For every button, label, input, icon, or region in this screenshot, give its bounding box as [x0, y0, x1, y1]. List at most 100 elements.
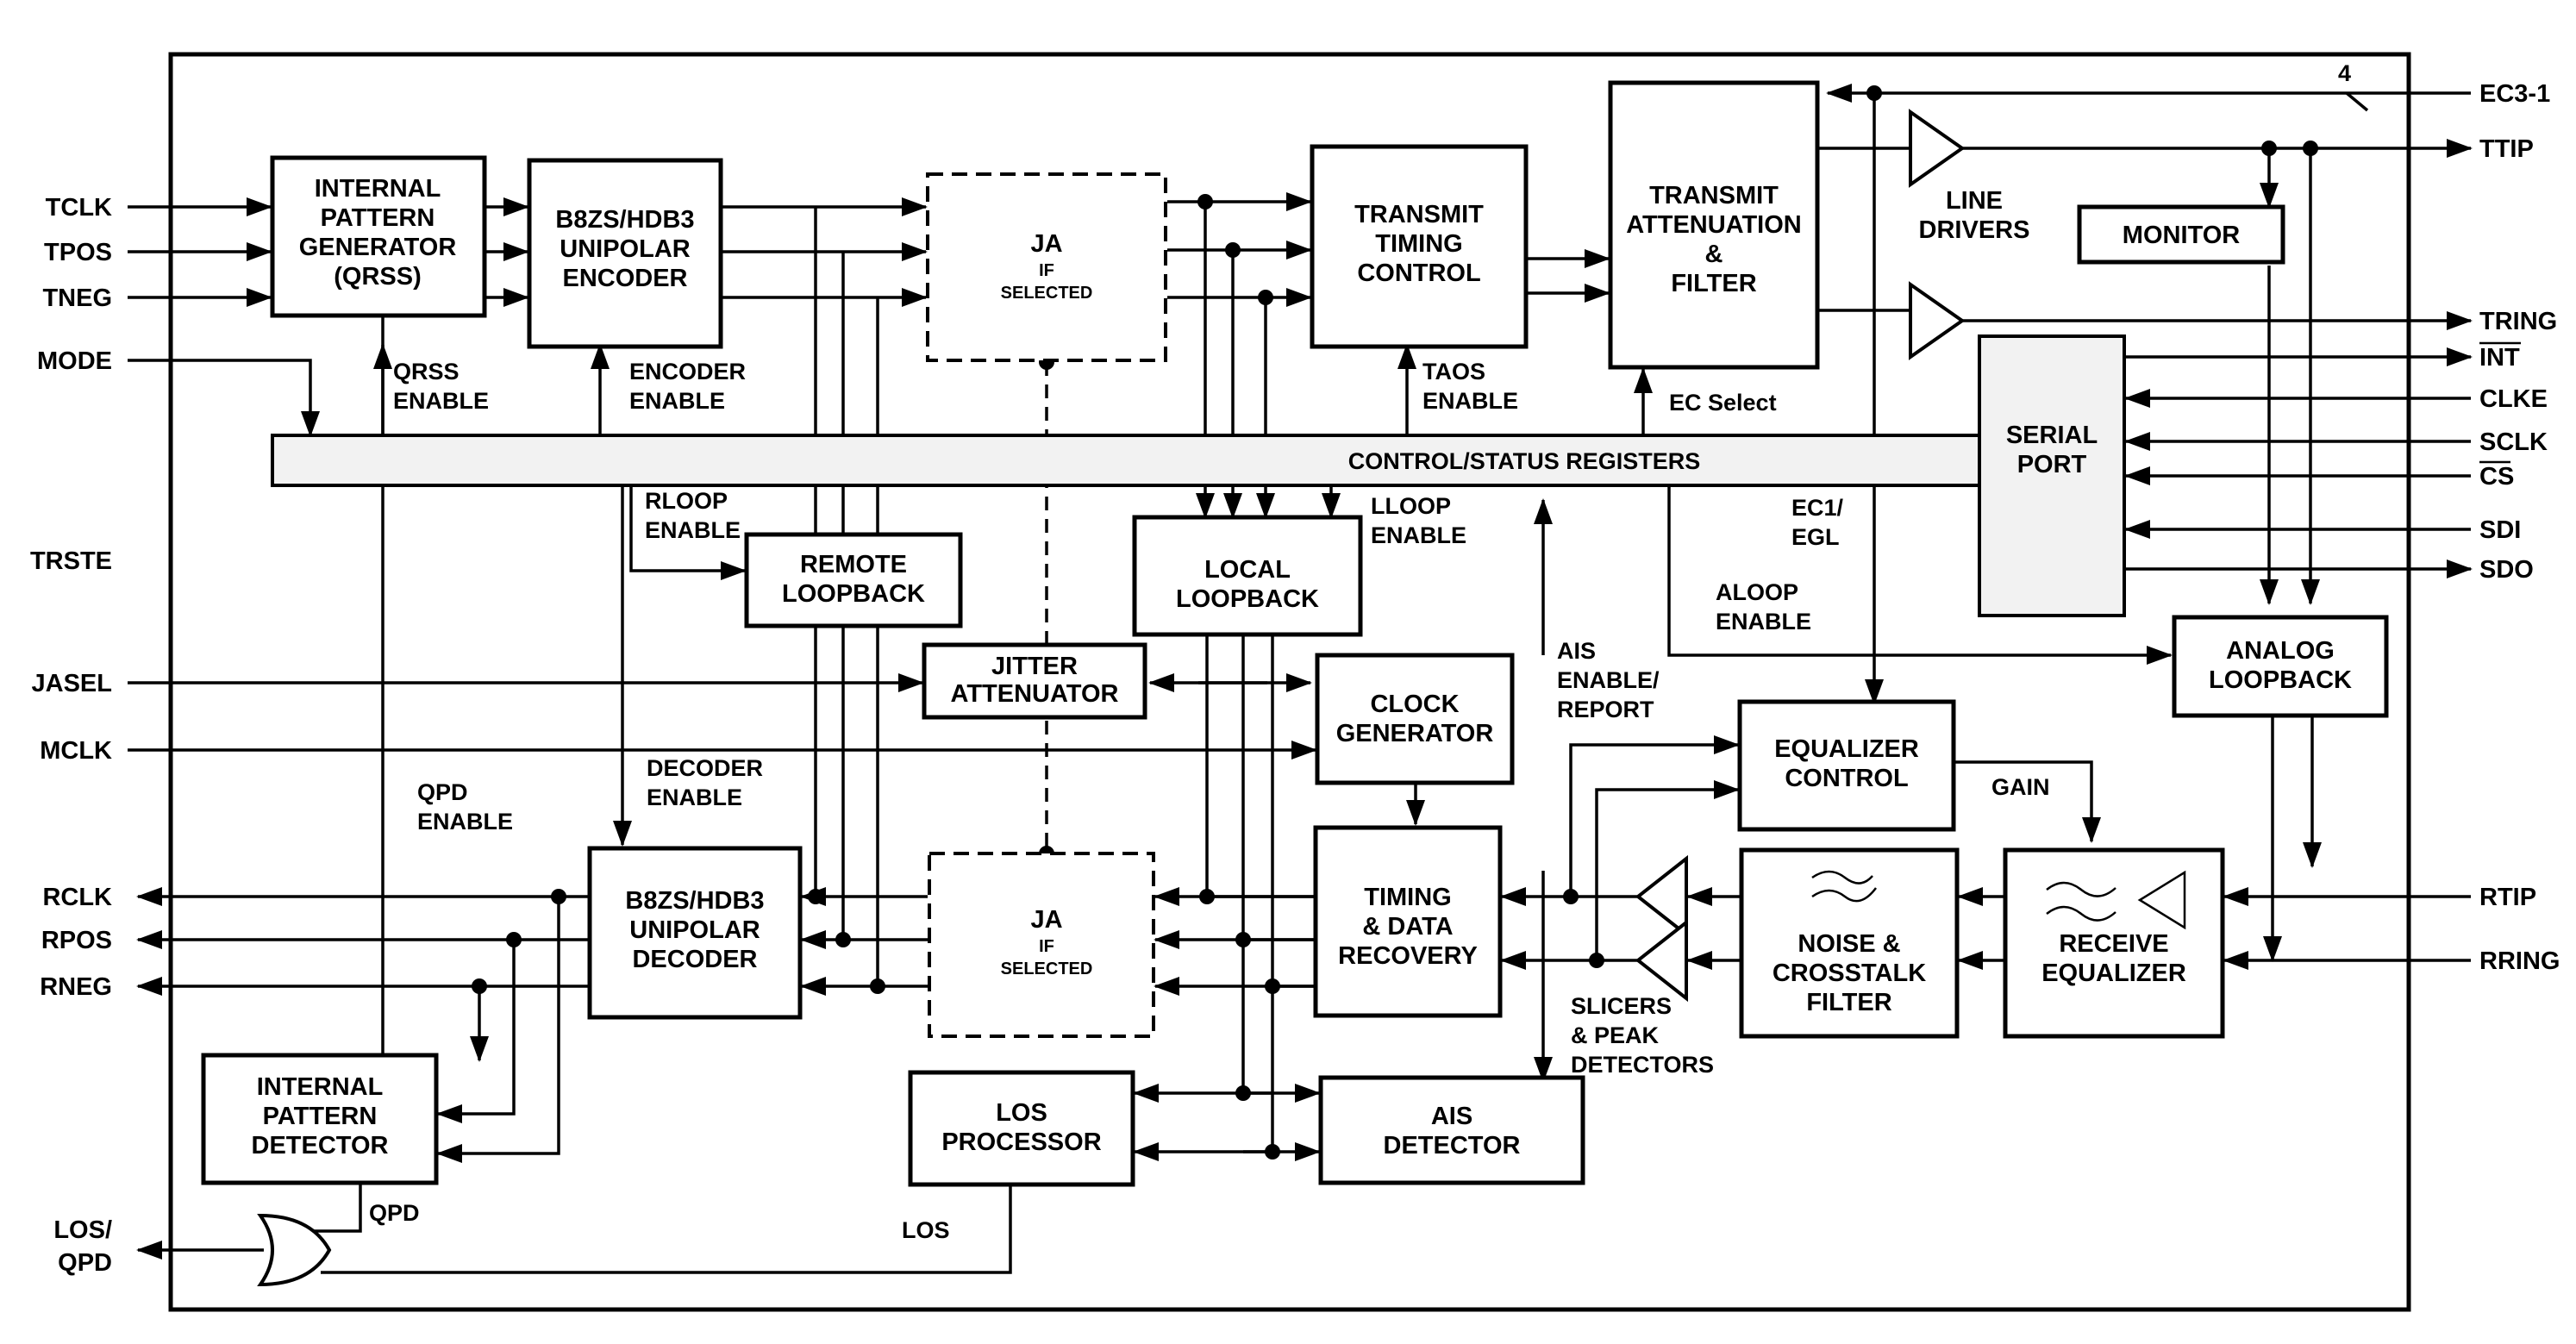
pin-mode: MODE — [37, 347, 112, 375]
pin-cs: CS — [2479, 463, 2514, 491]
rx-eq-label-1: RECEIVE — [2059, 930, 2168, 958]
line-drivers-label-1: LINE — [1946, 187, 2003, 215]
noise-label-1: NOISE & — [1798, 930, 1900, 958]
local-loopback-block: LOCAL LOOPBACK — [1132, 515, 1363, 637]
pin-tclk: TCLK — [46, 194, 112, 222]
pin-tneg: TNEG — [42, 284, 112, 312]
csr-label: CONTROL/STATUS REGISTERS — [1348, 448, 1701, 474]
serial-port-block: SERIAL PORT — [1978, 334, 2126, 617]
aloop-enable-label-2: ENABLE — [1716, 609, 1811, 634]
encoder-label-3: ENCODER — [562, 265, 687, 292]
ipd-label-2: PATTERN — [263, 1103, 378, 1130]
ja-transmit-block: JA IF SELECTED — [926, 172, 1167, 362]
decoder-enable-label-1: DECODER — [647, 755, 763, 781]
equalizer-control-block: EQUALIZER CONTROL — [1737, 699, 1956, 832]
decoder-label-3: DECODER — [632, 946, 757, 973]
pin-jasel: JASEL — [32, 670, 112, 697]
aloop-enable-label-1: ALOOP — [1716, 579, 1798, 605]
remote-loopback-block: REMOTE LOOPBACK — [744, 532, 963, 628]
lloop-enable-label-2: ENABLE — [1371, 522, 1466, 548]
ec1-egl-label-2: EGL — [1791, 524, 1840, 550]
encoder-enable-label-1: ENCODER — [629, 359, 746, 384]
pin-rring: RRING — [2479, 947, 2560, 975]
ec-select-label: EC Select — [1669, 390, 1777, 416]
slicers-label-1: SLICERS — [1571, 993, 1672, 1019]
los-processor-block: LOS PROCESSOR — [908, 1070, 1135, 1187]
ttc-label-2: TIMING — [1375, 230, 1463, 258]
ja-tx-label-2: IF — [1039, 261, 1054, 280]
pin-los: LOS/ — [53, 1216, 112, 1244]
taf-label-2: ATTENUATION — [1626, 211, 1802, 239]
local-lb-label-2: LOOPBACK — [1176, 585, 1319, 613]
pin-ec3-1: EC3-1 — [2479, 80, 2550, 108]
noise-crosstalk-filter-block: NOISE & CROSSTALK FILTER — [1739, 847, 1960, 1039]
encoder-enable-label-2: ENABLE — [629, 388, 725, 414]
ipg-label-3: GENERATOR — [299, 234, 457, 261]
filter-curve-icon — [1811, 870, 1877, 903]
timing-data-recovery-block: TIMING & DATA RECOVERY — [1313, 825, 1503, 1018]
ec1-egl-label-1: EC1/ — [1791, 495, 1844, 521]
pin-clke: CLKE — [2479, 385, 2548, 413]
signal-labels: QRSS ENABLE ENCODER ENABLE TAOS ENABLE E… — [369, 60, 2351, 1243]
remote-lb-label-2: LOOPBACK — [782, 580, 925, 608]
taf-label-1: TRANSMIT — [1649, 182, 1779, 209]
tdr-label-3: RECOVERY — [1338, 942, 1478, 970]
internal-pattern-generator-block: INTERNAL PATTERN GENERATOR (QRSS) — [270, 155, 487, 318]
pin-mclk: MCLK — [40, 737, 112, 765]
decoder-label-2: UNIPOLAR — [629, 916, 760, 944]
receive-equalizer-block: RECEIVE EQUALIZER — [2003, 847, 2225, 1039]
pin-rneg: RNEG — [40, 973, 112, 1001]
slicers-label-3: DETECTORS — [1571, 1052, 1714, 1078]
slicers — [1635, 854, 1688, 1003]
pin-sclk: SCLK — [2479, 428, 2548, 456]
connections — [128, 84, 2473, 1274]
los-proc-label-2: PROCESSOR — [941, 1128, 1101, 1156]
rloop-enable-label-1: RLOOP — [645, 488, 728, 514]
pin-rtip: RTIP — [2479, 884, 2536, 911]
tdr-label-2: & DATA — [1362, 913, 1453, 941]
ja-receive-block: JA IF SELECTED — [928, 852, 1155, 1038]
pin-rpos: RPOS — [41, 927, 112, 954]
jitter-label-2: ATTENUATOR — [951, 680, 1119, 708]
pin-tpos: TPOS — [44, 239, 112, 266]
encoder-label-2: UNIPOLAR — [560, 235, 691, 263]
ja-tx-label-1: JA — [1030, 230, 1062, 258]
slicer-triangle-icon — [1635, 918, 1688, 1003]
qrss-enable-label-2: ENABLE — [393, 388, 489, 414]
equalizer-triangle-icon — [2137, 870, 2186, 930]
decoder-enable-label-2: ENABLE — [647, 785, 742, 810]
pin-trste: TRSTE — [30, 547, 112, 575]
ais-enable-label-2: ENABLE/ — [1557, 667, 1660, 693]
monitor-block: MONITOR — [2077, 204, 2285, 265]
line-drivers: LINE DRIVERS — [1909, 109, 2029, 360]
decoder-label-1: B8ZS/HDB3 — [625, 887, 764, 915]
eq-ctrl-label-2: CONTROL — [1785, 765, 1908, 792]
equalizer-curve-icon — [2046, 881, 2116, 922]
gain-label: GAIN — [1991, 774, 2050, 800]
line-driver-triangle-icon — [1909, 281, 1966, 360]
eq-ctrl-label-1: EQUALIZER — [1774, 735, 1919, 763]
ais-det-label-1: AIS — [1431, 1103, 1472, 1130]
line-driver-triangle-icon — [1909, 109, 1966, 188]
taf-label-3: & — [1705, 241, 1723, 268]
analog-lb-label-2: LOOPBACK — [2209, 666, 2352, 694]
ipg-label-1: INTERNAL — [315, 175, 441, 203]
junction-dots — [472, 85, 2318, 1160]
ja-tx-label-3: SELECTED — [1001, 284, 1093, 303]
los-label: LOS — [902, 1217, 950, 1243]
transmit-timing-control-block: TRANSMIT TIMING CONTROL — [1310, 144, 1529, 349]
qpd-label: QPD — [369, 1200, 420, 1226]
right-pins: EC3-1 TTIP TRING INT CLKE SCLK CS SDI SD… — [2479, 80, 2560, 975]
serial-label-2: PORT — [2017, 451, 2087, 478]
qrss-enable-label-1: QRSS — [393, 359, 460, 384]
ja-rx-label-1: JA — [1030, 906, 1062, 934]
local-lb-label-1: LOCAL — [1204, 556, 1291, 584]
pin-tring: TRING — [2479, 308, 2557, 335]
qpd-enable-label-1: QPD — [417, 779, 468, 805]
analog-lb-label-1: ANALOG — [2226, 637, 2335, 665]
ais-enable-label-1: AIS — [1557, 638, 1596, 664]
ttc-label-1: TRANSMIT — [1354, 201, 1484, 228]
internal-pattern-detector-block: INTERNAL PATTERN DETECTOR — [201, 1053, 439, 1185]
clockgen-label-1: CLOCK — [1370, 691, 1459, 718]
